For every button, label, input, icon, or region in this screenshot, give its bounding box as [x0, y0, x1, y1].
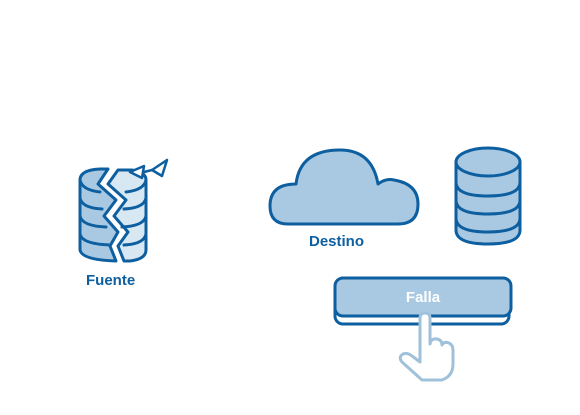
broken-link-icon [126, 156, 172, 184]
destination-label: Destino [309, 233, 365, 250]
fail-button-label: Falla [405, 289, 441, 306]
database-icon [452, 144, 524, 248]
cloud-icon [266, 146, 422, 232]
fail-button[interactable]: Falla [333, 276, 513, 328]
broken-database-icon [70, 152, 175, 270]
source-label: Fuente [86, 272, 136, 289]
